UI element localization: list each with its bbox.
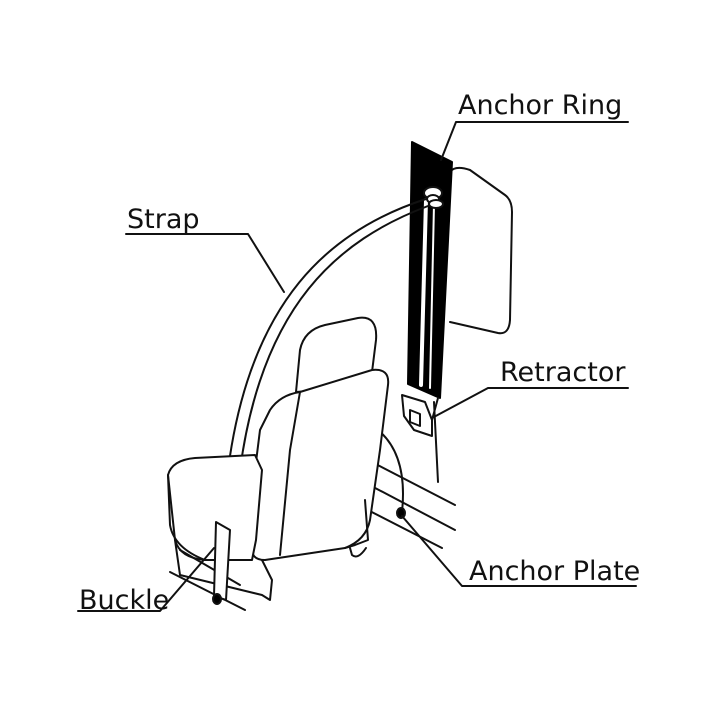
retractor-label: Retractor	[500, 357, 626, 388]
seat-back	[250, 368, 390, 561]
leader-strap	[125, 233, 285, 293]
strap-label: Strap	[127, 204, 200, 235]
retractor-belt	[433, 401, 439, 483]
buckle-stalk	[213, 521, 231, 601]
leader-anchor-plate	[401, 515, 637, 587]
buckle-bolt	[212, 593, 222, 605]
retractor	[401, 394, 439, 437]
floor-rail-1	[367, 459, 456, 506]
seat-base	[174, 539, 273, 601]
leader-retractor	[431, 387, 629, 419]
seat-rear-foot	[344, 499, 369, 549]
floor-rail-2	[359, 479, 456, 531]
anchor-ring-label: Anchor Ring	[458, 90, 623, 121]
pillar-belt	[419, 198, 428, 387]
left-floor-rail-2	[169, 571, 246, 611]
left-floor-rail-1	[179, 549, 241, 586]
buckle-label: Buckle	[79, 585, 170, 616]
leader-anchor-ring	[440, 121, 629, 161]
anchor-ring	[423, 186, 444, 209]
window-panel	[449, 166, 513, 335]
anchor-plate-bolt	[396, 507, 406, 519]
seat-cushion-front	[167, 474, 206, 561]
anchor-plate-label: Anchor Plate	[469, 556, 641, 587]
seat-rear-foot-2	[349, 547, 367, 558]
strap-inner	[239, 205, 429, 471]
seat-back-side	[279, 391, 301, 556]
strap-outer	[227, 198, 427, 471]
anchor-plate-belt	[377, 429, 404, 513]
leader-buckle	[77, 547, 215, 612]
pillar-belt-edge	[429, 203, 435, 389]
